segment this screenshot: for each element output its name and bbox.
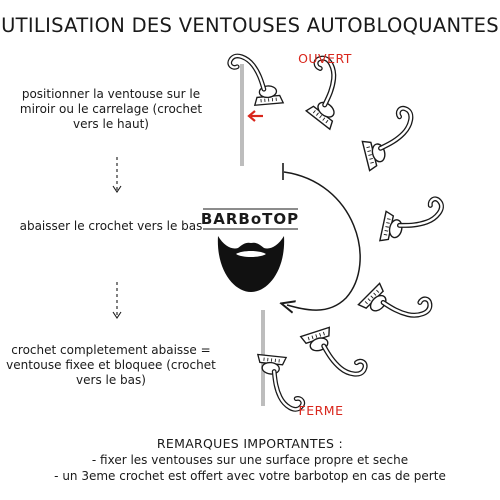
notes-line-1: - fixer les ventouses sur une surface pr… [91,453,409,467]
notes-line-2: - un 3eme crochet est offert avec votre … [54,469,446,483]
step-1-text: positionner la ventouse sur le miroir ou… [19,87,203,131]
push-arrow-icon [247,110,263,122]
brand-name: BARBoTOP [200,210,300,228]
hook-icon-5 [358,268,433,343]
rotation-arrow-icon [283,163,361,310]
step-arrow-1 [112,157,122,193]
hook-icon-6 [301,320,367,387]
hook-icon-7 [253,355,308,411]
step-arrow-2 [112,282,122,319]
wall-top [240,64,244,166]
hook-icon-3 [357,107,421,171]
open-state-label: OUVERT [298,51,352,66]
hook-icon-1 [229,52,283,107]
step-3-text: crochet completement abaisse = ventouse … [6,343,216,387]
barbotop-logo [203,208,298,292]
beard-icon [217,236,285,292]
hook-icon-4 [380,189,443,251]
step-2-text: abaisser le crochet vers le bas [19,219,203,233]
closed-state-label: FERME [298,403,344,418]
page-title: UTILISATION DES VENTOUSES AUTOBLOQUANTES [1,14,499,37]
notes-title: REMARQUES IMPORTANTES : [156,436,344,451]
